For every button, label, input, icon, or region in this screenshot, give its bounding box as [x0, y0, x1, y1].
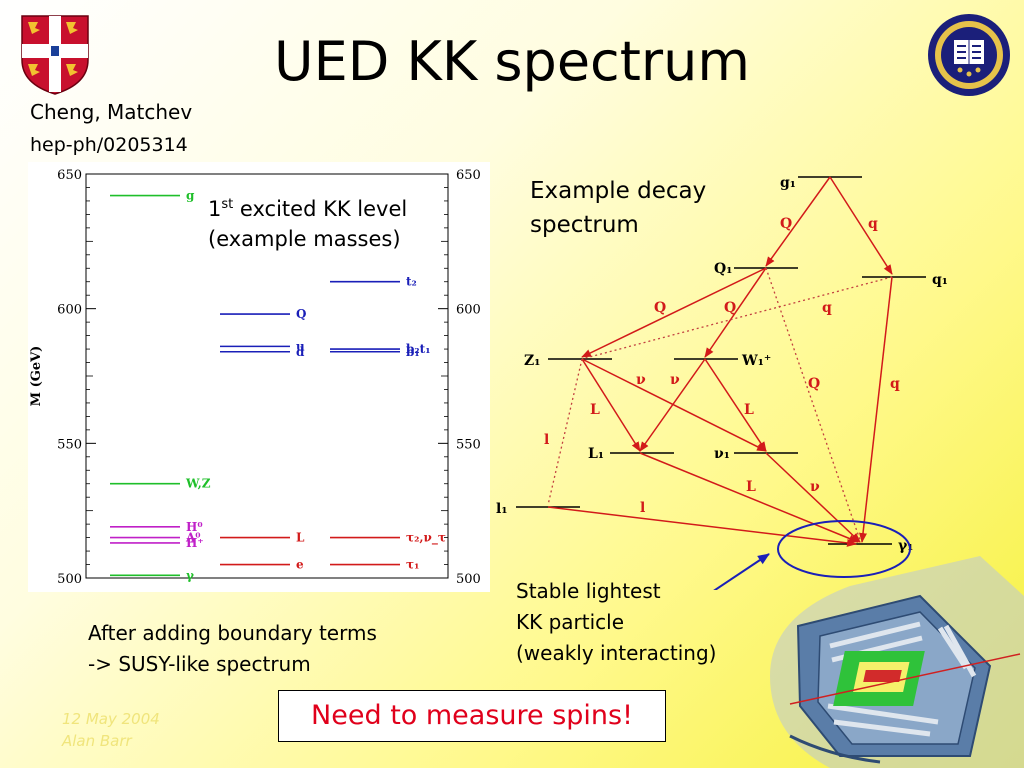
y-tick-label: 500 [57, 572, 82, 587]
mass-level-label: Q [296, 307, 306, 321]
mass-level-label: τ₂,ν_τ [406, 531, 446, 546]
mass-level-label: g [186, 189, 195, 203]
footer-text: 12 May 2004 Alan Barr [62, 708, 160, 752]
y-tick-label: 500 [456, 572, 481, 587]
level-label-W1: W₁⁺ [741, 353, 771, 369]
authors-text: Cheng, Matchev [30, 100, 193, 124]
boundary-terms-label: After adding boundary terms -> SUSY-like… [88, 621, 377, 676]
edge-label: ν [810, 479, 820, 495]
decay-level-labels: g₁ Q₁ q₁ Z₁ W₁⁺ L₁ ν₁ l₁ γ₁ [496, 175, 948, 554]
edge-label: q [868, 216, 878, 232]
level-label-Z1: Z₁ [524, 353, 540, 369]
level-label-l1: l₁ [496, 501, 507, 517]
mass-level-label: W,Z [185, 477, 211, 491]
edge-label: ν [636, 372, 646, 388]
slide-title: UED KK spectrum [274, 30, 750, 93]
edge-label: Q [724, 300, 736, 316]
mass-level-label: b₁ [406, 345, 420, 359]
level-label-Q1: Q₁ [714, 261, 732, 277]
footer-author: Alan Barr [62, 732, 132, 750]
level-label-nu1: ν₁ [714, 446, 730, 462]
y-tick-label: 550 [456, 437, 481, 452]
decay-edge-labels: Q q Q Q q ν ν L L Q q l L ν l [544, 216, 900, 516]
edge-label: Q [808, 376, 820, 392]
mass-spectrum-svg: 500 500 550 550 600 600 650 650 M (GeV) gW,Z H⁰A⁰H… [29, 168, 481, 587]
example-decay-label: Example decay spectrum [530, 178, 707, 238]
mass-level-label: u [296, 339, 305, 353]
measure-spins-text: Need to measure spins! [311, 700, 633, 731]
mass-level-label: H⁰ [186, 520, 203, 534]
mass-level-label: L [296, 531, 305, 545]
detector-illustration [770, 556, 1024, 768]
mass-level-label: τ₁ [406, 558, 419, 572]
y-tick-label: 650 [57, 168, 82, 183]
decay-arrows [547, 176, 893, 547]
decay-spectrum-diagram: g₁ Q₁ q₁ Z₁ W₁⁺ L₁ ν₁ l₁ γ₁ Q q Q Q q ν … [496, 175, 948, 590]
edge-label: L [744, 402, 754, 418]
footer-date: 12 May 2004 [62, 710, 160, 728]
lsp-highlight-ellipse [777, 520, 911, 578]
cambridge-crest-logo [21, 15, 89, 95]
decay-level-lines [516, 176, 926, 545]
dotted-decays [547, 267, 893, 541]
edge-label: q [890, 376, 900, 392]
level-label-gamma1: γ₁ [898, 538, 913, 554]
y-tick-label: 650 [456, 168, 481, 183]
mass-level-label: H⁺ [186, 536, 204, 550]
edge-label: Q [780, 216, 792, 232]
lsp-pointer-arrow [713, 553, 770, 590]
mass-level-label: γ [186, 568, 194, 582]
y-tick-label: 600 [456, 303, 481, 318]
mass-level-label: b₂t₁ [406, 342, 430, 356]
stable-particle-label: Stable lightest KK particle (weakly inte… [516, 579, 717, 665]
y-tick-label: 600 [57, 303, 82, 318]
edge-label: l [640, 500, 645, 516]
level-label-L1: L₁ [588, 446, 604, 462]
edge-label: ν [670, 372, 680, 388]
y-tick-label: 550 [57, 437, 82, 452]
mass-level-label: t₂ [406, 275, 417, 289]
edge-label: q [822, 300, 832, 316]
edge-label: Q [654, 300, 666, 316]
oxford-seal-logo [928, 14, 1010, 96]
arxiv-reference: hep-ph/0205314 [30, 134, 188, 156]
level-label-g1: g₁ [780, 175, 796, 191]
mass-level-label: e [296, 558, 304, 572]
measure-spins-callout: Need to measure spins! [278, 690, 666, 742]
edge-label: L [746, 479, 756, 495]
edge-label: l [544, 432, 549, 448]
y-axis-label: M (GeV) [29, 346, 44, 407]
edge-label: L [590, 402, 600, 418]
mass-level-label: d [296, 345, 305, 359]
excited-level-label: 1st excited KK level (example masses) [208, 197, 408, 251]
mass-level-label: A⁰ [185, 531, 201, 545]
level-label-q1: q₁ [932, 272, 948, 288]
